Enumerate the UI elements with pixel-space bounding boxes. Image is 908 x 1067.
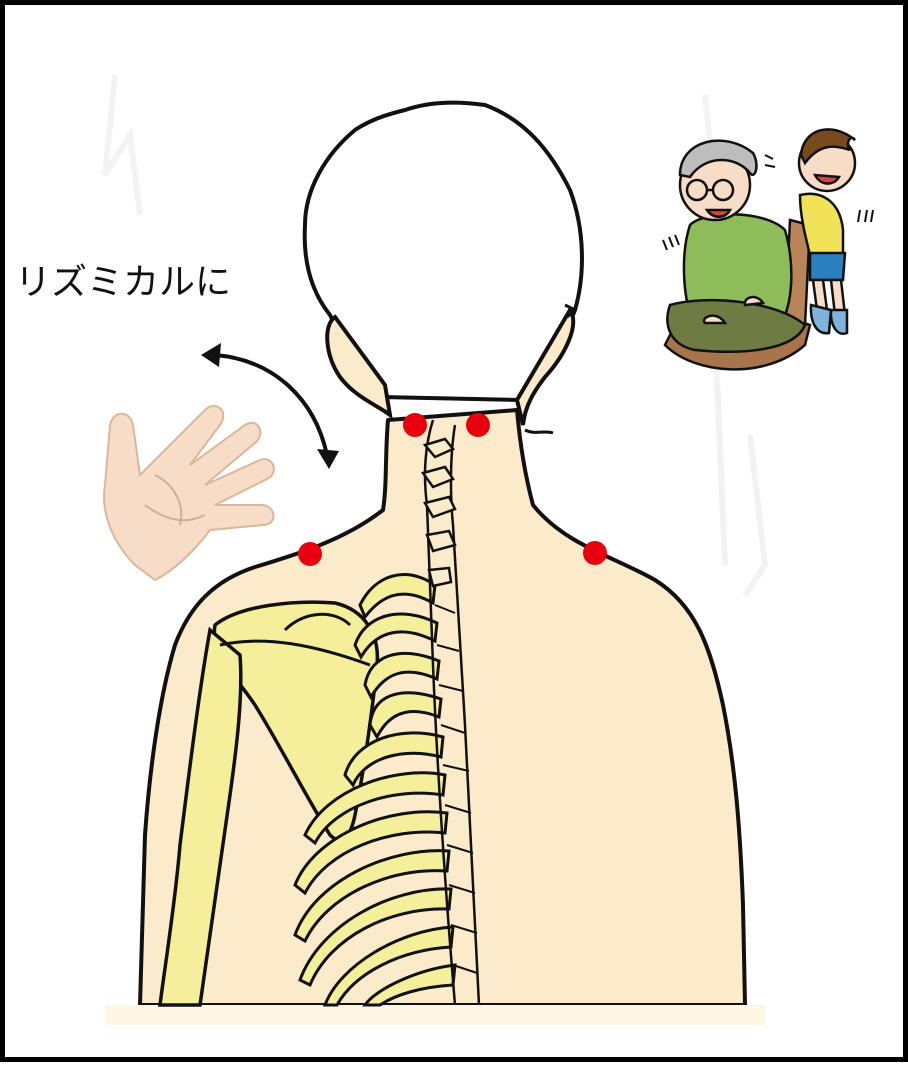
massage-inset-illustration [663,129,873,369]
palm-hand [104,406,274,580]
child-socks [811,305,847,334]
right-neck-point [466,413,490,437]
arrow-head-bottom [317,449,339,469]
left-shoulder-point [298,542,322,566]
back-anatomy-illustration [5,5,908,1067]
rhythmically-caption: リズミカルに [15,253,231,305]
left-neck-point [403,413,427,437]
right-shoulder-point [583,541,607,565]
arrow-head-top [201,343,221,367]
torso-bottom-fade [105,1005,765,1025]
child-shorts [810,253,845,280]
